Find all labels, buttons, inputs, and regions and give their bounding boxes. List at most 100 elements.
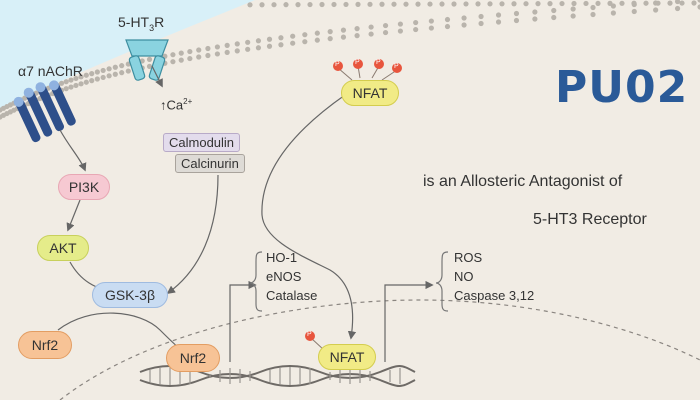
membrane-dot bbox=[590, 4, 596, 11]
membrane-dot bbox=[478, 13, 484, 20]
membrane-dot bbox=[63, 79, 69, 85]
membrane-dot bbox=[340, 34, 347, 40]
membrane-dot bbox=[146, 56, 153, 62]
membrane-dot bbox=[205, 52, 211, 59]
membrane-dot bbox=[532, 16, 538, 22]
nfat-nuclear-node: NFAT bbox=[318, 344, 376, 370]
nrf2-cytoplasm-node: Nrf2 bbox=[18, 331, 72, 359]
membrane-dot bbox=[63, 86, 69, 92]
phospho-label: P bbox=[394, 63, 399, 70]
phospho-label: P bbox=[307, 331, 312, 338]
membrane-dot bbox=[461, 15, 467, 21]
membrane-dot bbox=[73, 82, 79, 89]
membrane-dot bbox=[631, 8, 637, 15]
membrane-dot bbox=[302, 39, 308, 45]
membrane-dot bbox=[295, 2, 301, 8]
a7-nachr-receptor-icon bbox=[13, 80, 76, 143]
membrane-dot bbox=[391, 1, 397, 7]
membrane-dot bbox=[535, 1, 541, 7]
membrane-dot bbox=[234, 48, 240, 54]
extracellular-space bbox=[0, 0, 255, 110]
membrane-dot bbox=[100, 74, 106, 81]
membrane-dot bbox=[259, 2, 265, 8]
membrane-dot bbox=[187, 55, 193, 62]
phospho-label: P bbox=[355, 59, 360, 66]
subtitle-line-2: 5-HT3 Receptor bbox=[533, 211, 647, 228]
membrane-dot bbox=[214, 51, 220, 57]
membrane-dot bbox=[461, 22, 467, 28]
membrane-dot bbox=[170, 52, 176, 58]
membrane-dot bbox=[570, 6, 576, 12]
membrane-dot bbox=[444, 16, 451, 23]
membrane-dot bbox=[89, 78, 95, 84]
pi3k-node: PI3K bbox=[58, 174, 110, 200]
membrane-dot bbox=[653, 7, 659, 13]
phospho-label: P bbox=[335, 61, 340, 68]
membrane-dot bbox=[547, 1, 553, 7]
membrane-dot bbox=[112, 64, 118, 70]
membrane-dot bbox=[643, 0, 649, 6]
membrane-dot bbox=[278, 35, 284, 41]
membrane-dot bbox=[667, 0, 673, 6]
membrane-dot bbox=[146, 63, 153, 69]
membrane-dot bbox=[319, 1, 325, 8]
akt-node: AKT bbox=[37, 235, 89, 261]
membrane-dot bbox=[255, 45, 262, 51]
target-enos: eNOS bbox=[266, 269, 302, 284]
membrane-dot bbox=[224, 49, 230, 55]
membrane-dot bbox=[354, 25, 360, 32]
membrane-dot bbox=[495, 19, 502, 25]
membrane-dot bbox=[340, 27, 347, 33]
membrane-dot bbox=[245, 39, 251, 45]
membrane-dot bbox=[314, 30, 320, 36]
membrane-dot bbox=[397, 28, 403, 34]
membrane-dot bbox=[205, 45, 211, 52]
gsk3b-node: GSK-3β bbox=[92, 282, 168, 308]
membrane-dot bbox=[478, 20, 484, 27]
membrane-dot bbox=[475, 1, 481, 7]
membrane-dot bbox=[196, 47, 202, 53]
membrane-dot bbox=[590, 11, 596, 18]
membrane-dot bbox=[523, 1, 529, 7]
membrane-dot bbox=[247, 2, 253, 8]
membrane-dot bbox=[428, 25, 434, 31]
arrow-nfat-to-targets bbox=[384, 280, 434, 362]
membrane-dot bbox=[58, 80, 65, 86]
membrane-dot bbox=[271, 2, 277, 8]
membrane-dot bbox=[415, 1, 421, 7]
ht3-receptor-icon bbox=[125, 39, 169, 81]
membrane-dot bbox=[444, 23, 451, 30]
membrane-dot bbox=[290, 33, 296, 39]
membrane-dot bbox=[302, 32, 308, 38]
brace-group1 bbox=[249, 251, 263, 312]
membrane-dot bbox=[571, 0, 577, 7]
membrane-dot bbox=[100, 67, 106, 74]
membrane-dot bbox=[245, 46, 251, 52]
target-no: NO bbox=[454, 269, 474, 284]
membrane-dot bbox=[697, 0, 700, 3]
membrane-dot bbox=[290, 40, 296, 46]
calcium-label: ↑Ca2+ bbox=[160, 97, 193, 113]
target-caspase: Caspase 3,12 bbox=[454, 288, 535, 303]
membrane-dot bbox=[94, 69, 100, 75]
membrane-dot bbox=[73, 75, 79, 82]
membrane-dot bbox=[513, 17, 520, 24]
membrane-dot bbox=[595, 0, 601, 7]
membrane-dot bbox=[266, 36, 273, 42]
a7-nachr-label: α7 nAChR bbox=[18, 63, 83, 79]
membrane-dot bbox=[619, 0, 625, 6]
calmodulin-box: Calmodulin bbox=[163, 133, 241, 152]
membrane-dot bbox=[403, 1, 409, 7]
membrane-dot bbox=[307, 1, 313, 8]
membrane-dot bbox=[367, 1, 373, 7]
membrane-dot bbox=[255, 38, 262, 44]
arrow-calcineurin-to-gsk3b bbox=[166, 174, 219, 294]
compound-title: PU02 bbox=[555, 62, 689, 113]
membrane-dot bbox=[382, 22, 389, 29]
ht3-receptor-label: 5-HT3R bbox=[118, 14, 165, 33]
membrane-dot bbox=[439, 1, 445, 7]
membrane-dot bbox=[327, 29, 333, 35]
membrane-dot bbox=[495, 12, 502, 18]
arrow-ht3r-to-ca bbox=[151, 65, 163, 88]
membrane-dot bbox=[106, 73, 112, 79]
